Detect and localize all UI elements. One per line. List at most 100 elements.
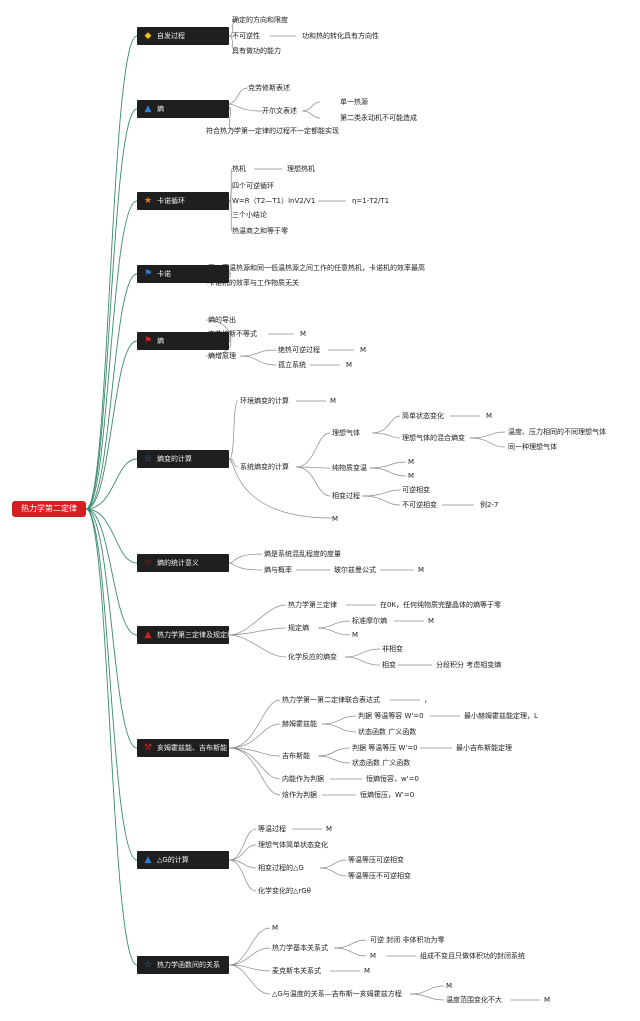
node-text[interactable]: M [370, 952, 377, 960]
node-text[interactable]: 纯物质变温 [332, 464, 367, 472]
node-text[interactable]: 化学反应的熵变 [288, 653, 337, 661]
node-text[interactable]: 等温等压不可逆相变 [348, 872, 411, 880]
node-text[interactable]: 熵增原理 [208, 352, 236, 360]
node-text[interactable]: 相变过程的△G [258, 864, 304, 872]
branch-spontaneous-process[interactable]: ◆ 自发过程 [137, 27, 229, 45]
node-text[interactable]: 表述 [206, 100, 220, 108]
branch-carnot-theorem[interactable]: ⚑ 卡诺 [137, 265, 229, 283]
node-text[interactable]: 麦克斯韦关系式 [272, 967, 321, 975]
node-text[interactable]: 状态函数 广义函数 [352, 759, 411, 767]
node-text[interactable]: 规定熵 [288, 624, 309, 632]
node-text[interactable]: 同一种理想气体 [508, 443, 557, 451]
node-text[interactable]: 孤立系统 [278, 361, 306, 369]
node-text[interactable]: 等温等压可逆相变 [348, 856, 404, 864]
node-text[interactable]: 卡诺机的效率与工作物质无关 [208, 279, 299, 287]
branch-entropy-calculation[interactable]: ☆ 熵变的计算 [137, 450, 229, 468]
branch-entropy-statistics[interactable]: ☆ 熵的统计意义 [137, 554, 229, 572]
node-text[interactable]: M [272, 924, 279, 932]
branch-thermo-relations[interactable]: ☆ 热力学函数间的关系 [137, 956, 229, 974]
branch-delta-g[interactable]: ▲ △G的计算 [137, 851, 229, 869]
node-text[interactable]: 确定的方向和限度 [232, 16, 288, 24]
node-text[interactable]: 焓作为判据 [282, 791, 317, 799]
node-text[interactable]: 玻尔兹曼公式 [334, 566, 376, 574]
node-text[interactable]: 相变过程 [332, 492, 360, 500]
node-text[interactable]: M [326, 825, 333, 833]
node-text[interactable]: 四个可逆循环 [232, 182, 274, 190]
branch-entropy[interactable]: ⚑ 熵 [137, 332, 229, 350]
node-text[interactable]: W=R（T2—T1）lnV2/V1 [232, 197, 316, 205]
node-text[interactable]: 理想气体 [332, 429, 360, 437]
node-text[interactable]: 标准摩尔熵 [352, 617, 387, 625]
node-text[interactable]: 符合热力学第一定律的过程不一定都能实现 [206, 127, 339, 135]
node-text[interactable]: 内能作为判据 [282, 775, 324, 783]
node-text[interactable]: 分段积分 考虑相变熵 [436, 661, 502, 669]
node-text[interactable]: 同一高温热源和同一低温热源之间工作的任意热机，卡诺机的效率最高 [208, 264, 425, 272]
node-text[interactable]: 不可逆性 [232, 32, 260, 40]
node-text[interactable]: 状态函数 广义函数 [358, 728, 417, 736]
node-text[interactable]: 可逆相变 [402, 486, 430, 494]
node-text[interactable]: 理想气体的混合熵变 [402, 434, 465, 442]
branch-helmholtz-gibbs[interactable]: ⚒ 亥姆霍兹能、吉布斯能 [137, 739, 229, 757]
node-text[interactable]: η=1-T2/T1 [352, 197, 390, 205]
node-text[interactable]: M [360, 346, 367, 354]
node-text[interactable]: M [352, 631, 359, 639]
node-text[interactable]: 单一热源 [340, 98, 368, 106]
node-text[interactable]: M [300, 330, 307, 338]
node-text[interactable]: 例2-7 [480, 501, 499, 509]
node-text[interactable]: 热机 [232, 165, 246, 173]
node-text[interactable]: M [486, 412, 493, 420]
node-text[interactable]: 克劳修斯不等式 [208, 330, 257, 338]
node-text[interactable]: M [428, 617, 435, 625]
node-text[interactable]: 最小赫姆霍兹能定理，L [464, 712, 538, 720]
node-text[interactable]: 热温商之和等于零 [232, 227, 288, 235]
node-text[interactable]: M [332, 515, 339, 523]
node-text[interactable]: M [346, 361, 353, 369]
root-topic[interactable]: 热力学第二定律 [12, 501, 86, 517]
node-text[interactable]: 熵的导出 [208, 316, 236, 324]
node-text[interactable]: M [408, 458, 415, 466]
node-text[interactable]: 非相变 [382, 645, 403, 653]
branch-entropy-statement[interactable]: ▲ 熵 [137, 100, 229, 118]
node-text[interactable]: M [544, 996, 551, 1004]
node-text[interactable]: 克劳修斯表述 [248, 84, 290, 92]
node-text[interactable]: ， [424, 696, 431, 704]
node-text[interactable]: 可逆 封闭 非体积功为零 [370, 936, 445, 944]
node-text[interactable]: 热力学第三定律 [288, 601, 337, 609]
node-text[interactable]: 理想气体简单状态变化 [258, 841, 328, 849]
node-text[interactable]: M [408, 472, 415, 480]
node-text[interactable]: 不可逆相变 [402, 501, 437, 509]
node-text[interactable]: M [418, 566, 425, 574]
node-text[interactable]: 相变 [382, 661, 396, 669]
node-text[interactable]: 系统熵变的计算 [240, 463, 289, 471]
branch-third-law[interactable]: ▲ 热力学第三定律及规定熵 [137, 626, 229, 644]
node-text[interactable]: M [364, 967, 371, 975]
node-text[interactable]: M [330, 397, 337, 405]
node-text[interactable]: 组成不变且只做体积功的封闭系统 [420, 952, 525, 960]
node-text[interactable]: 热力学基本关系式 [272, 944, 328, 952]
node-text[interactable]: 第二类永动机不可能造成 [340, 114, 417, 122]
node-text[interactable]: 恒熵恒压，W'=0 [360, 791, 415, 799]
node-text[interactable]: 判据 等温等容 W'=0 [358, 712, 424, 720]
node-text[interactable]: 具有做功的能力 [232, 47, 281, 55]
node-text[interactable]: 环境熵变的计算 [240, 397, 289, 405]
node-text[interactable]: 熵是系统混乱程度的度量 [264, 550, 341, 558]
node-text[interactable]: 理想热机 [287, 165, 315, 173]
node-text[interactable]: 简单状态变化 [402, 412, 444, 420]
node-text[interactable]: 绝热可逆过程 [278, 346, 320, 354]
node-text[interactable]: 开尔文表述 [262, 107, 297, 115]
node-text[interactable]: 最小吉布斯能定理 [456, 744, 512, 752]
branch-carnot-cycle[interactable]: ★ 卡诺循环 [137, 192, 229, 210]
node-text[interactable]: △G与温度的关系—吉布斯一亥姆霍兹方程 [272, 990, 402, 998]
node-text[interactable]: 判据 等温等压 W'=0 [352, 744, 418, 752]
node-text[interactable]: 三个小结论 [232, 211, 267, 219]
node-text[interactable]: 赫姆霍兹能 [282, 720, 317, 728]
node-text[interactable]: 热力学第一第二定律联合表达式 [282, 696, 380, 704]
node-text[interactable]: 吉布斯能 [282, 752, 310, 760]
node-text[interactable]: 在0K，任何纯物质完整晶体的熵等于零 [380, 601, 502, 609]
node-text[interactable]: 温度范围变化不大 [446, 996, 502, 1004]
node-text[interactable]: 恒熵恒容，w'=0 [366, 775, 419, 783]
node-text[interactable]: 功和热的转化具有方向性 [302, 32, 379, 40]
node-text[interactable]: 等温过程 [258, 825, 286, 833]
node-text[interactable]: M [446, 982, 453, 990]
node-text[interactable]: 化学变化的△rGθ [258, 887, 311, 895]
